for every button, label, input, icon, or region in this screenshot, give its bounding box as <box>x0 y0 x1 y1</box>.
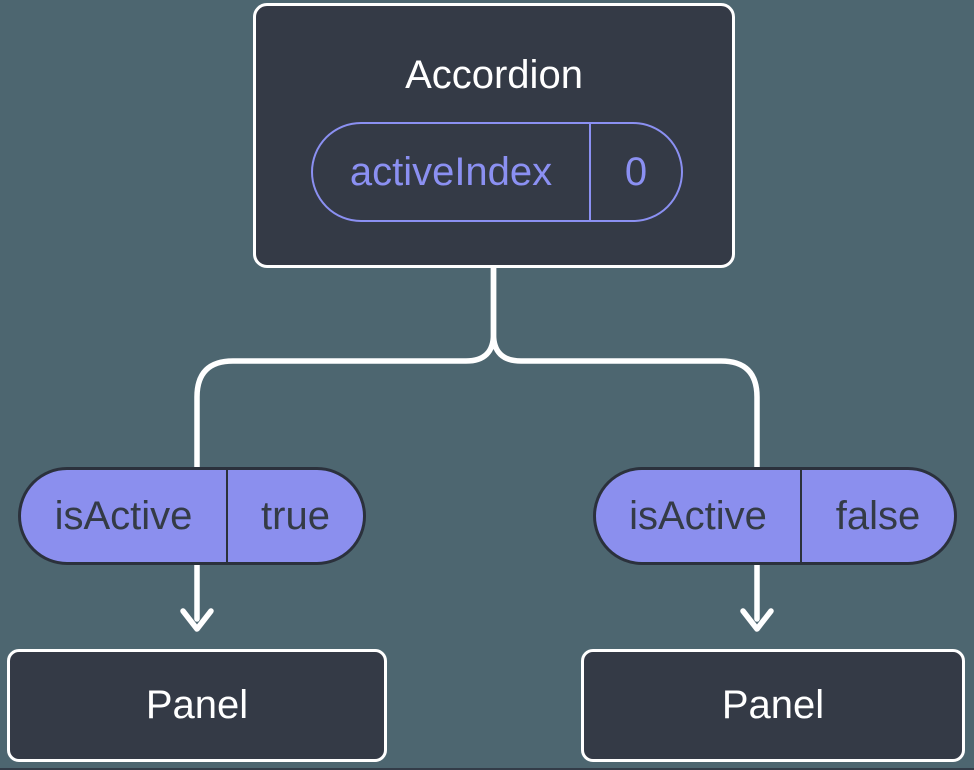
arrow-down-icon <box>740 608 774 632</box>
panel-title: Panel <box>145 683 249 727</box>
panel-node-left: Panel <box>7 649 387 762</box>
prop-pill-left-value: true <box>226 470 363 562</box>
connector-branch-right <box>490 262 760 622</box>
prop-pill-left: isActive true <box>18 467 366 565</box>
accordion-title: Accordion <box>405 53 583 97</box>
panel-title: Panel <box>721 683 825 727</box>
panel-node-right: Panel <box>581 649 965 762</box>
state-pill-name: activeIndex <box>349 150 553 194</box>
accordion-node: Accordion activeIndex 0 <box>253 3 735 268</box>
state-pill: activeIndex 0 <box>311 122 683 222</box>
prop-pill-right-name: isActive <box>629 494 767 538</box>
bottom-edge-divider <box>0 768 974 770</box>
prop-pill-left-name: isActive <box>54 494 193 538</box>
prop-pill-right-value: false <box>800 470 954 562</box>
state-pill-value: 0 <box>589 124 681 220</box>
prop-pill-right: isActive false <box>593 467 957 565</box>
arrow-down-icon <box>180 608 214 632</box>
connector-branch-left <box>194 262 497 622</box>
